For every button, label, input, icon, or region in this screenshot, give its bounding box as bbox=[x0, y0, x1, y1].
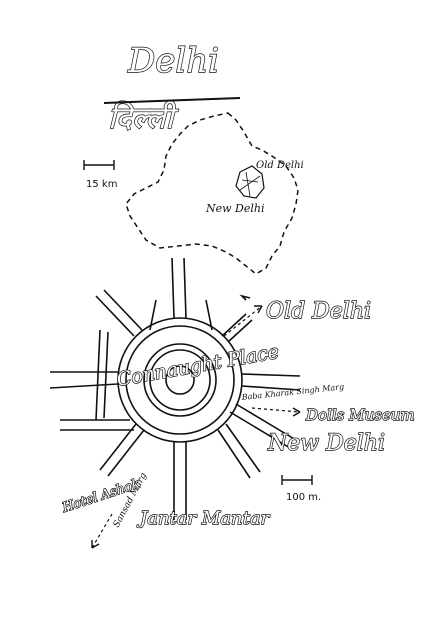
old-delhi-arrow-line bbox=[223, 305, 263, 337]
region-label-new-delhi: New Delhi bbox=[205, 202, 265, 215]
label-dolls-museum: Dolls Museum bbox=[305, 406, 415, 424]
region-scale-label: 15 km bbox=[86, 179, 117, 190]
region-scale-bar bbox=[83, 160, 115, 170]
region-label-old-delhi: Old Delhi bbox=[256, 160, 304, 171]
city-title-hindi: दिल्ली bbox=[108, 101, 179, 136]
museum-arrow-line bbox=[251, 407, 301, 413]
city-title: Delhi bbox=[127, 41, 219, 81]
city-scale-label: 100 m. bbox=[286, 492, 321, 503]
delhi-region-outline bbox=[125, 112, 299, 275]
nct-detail-hatch bbox=[239, 171, 261, 197]
connaught-place-roads bbox=[49, 257, 301, 520]
hotel-arrow-line bbox=[91, 513, 113, 549]
museum-arrow-head bbox=[292, 407, 301, 417]
label-old-delhi: Old Delhi bbox=[266, 299, 371, 324]
hotel-arrow-head bbox=[91, 540, 100, 549]
hindi-headline-stroke bbox=[103, 97, 241, 104]
label-new-delhi: New Delhi bbox=[267, 431, 385, 456]
label-jantar-mantar: Jantar Mantar bbox=[136, 508, 271, 529]
city-scale-bar bbox=[281, 475, 313, 485]
nct-detail-area bbox=[235, 165, 265, 199]
label-road: Baba Kharak Singh Marg bbox=[240, 382, 344, 402]
old-delhi-arrow-head bbox=[254, 305, 263, 314]
